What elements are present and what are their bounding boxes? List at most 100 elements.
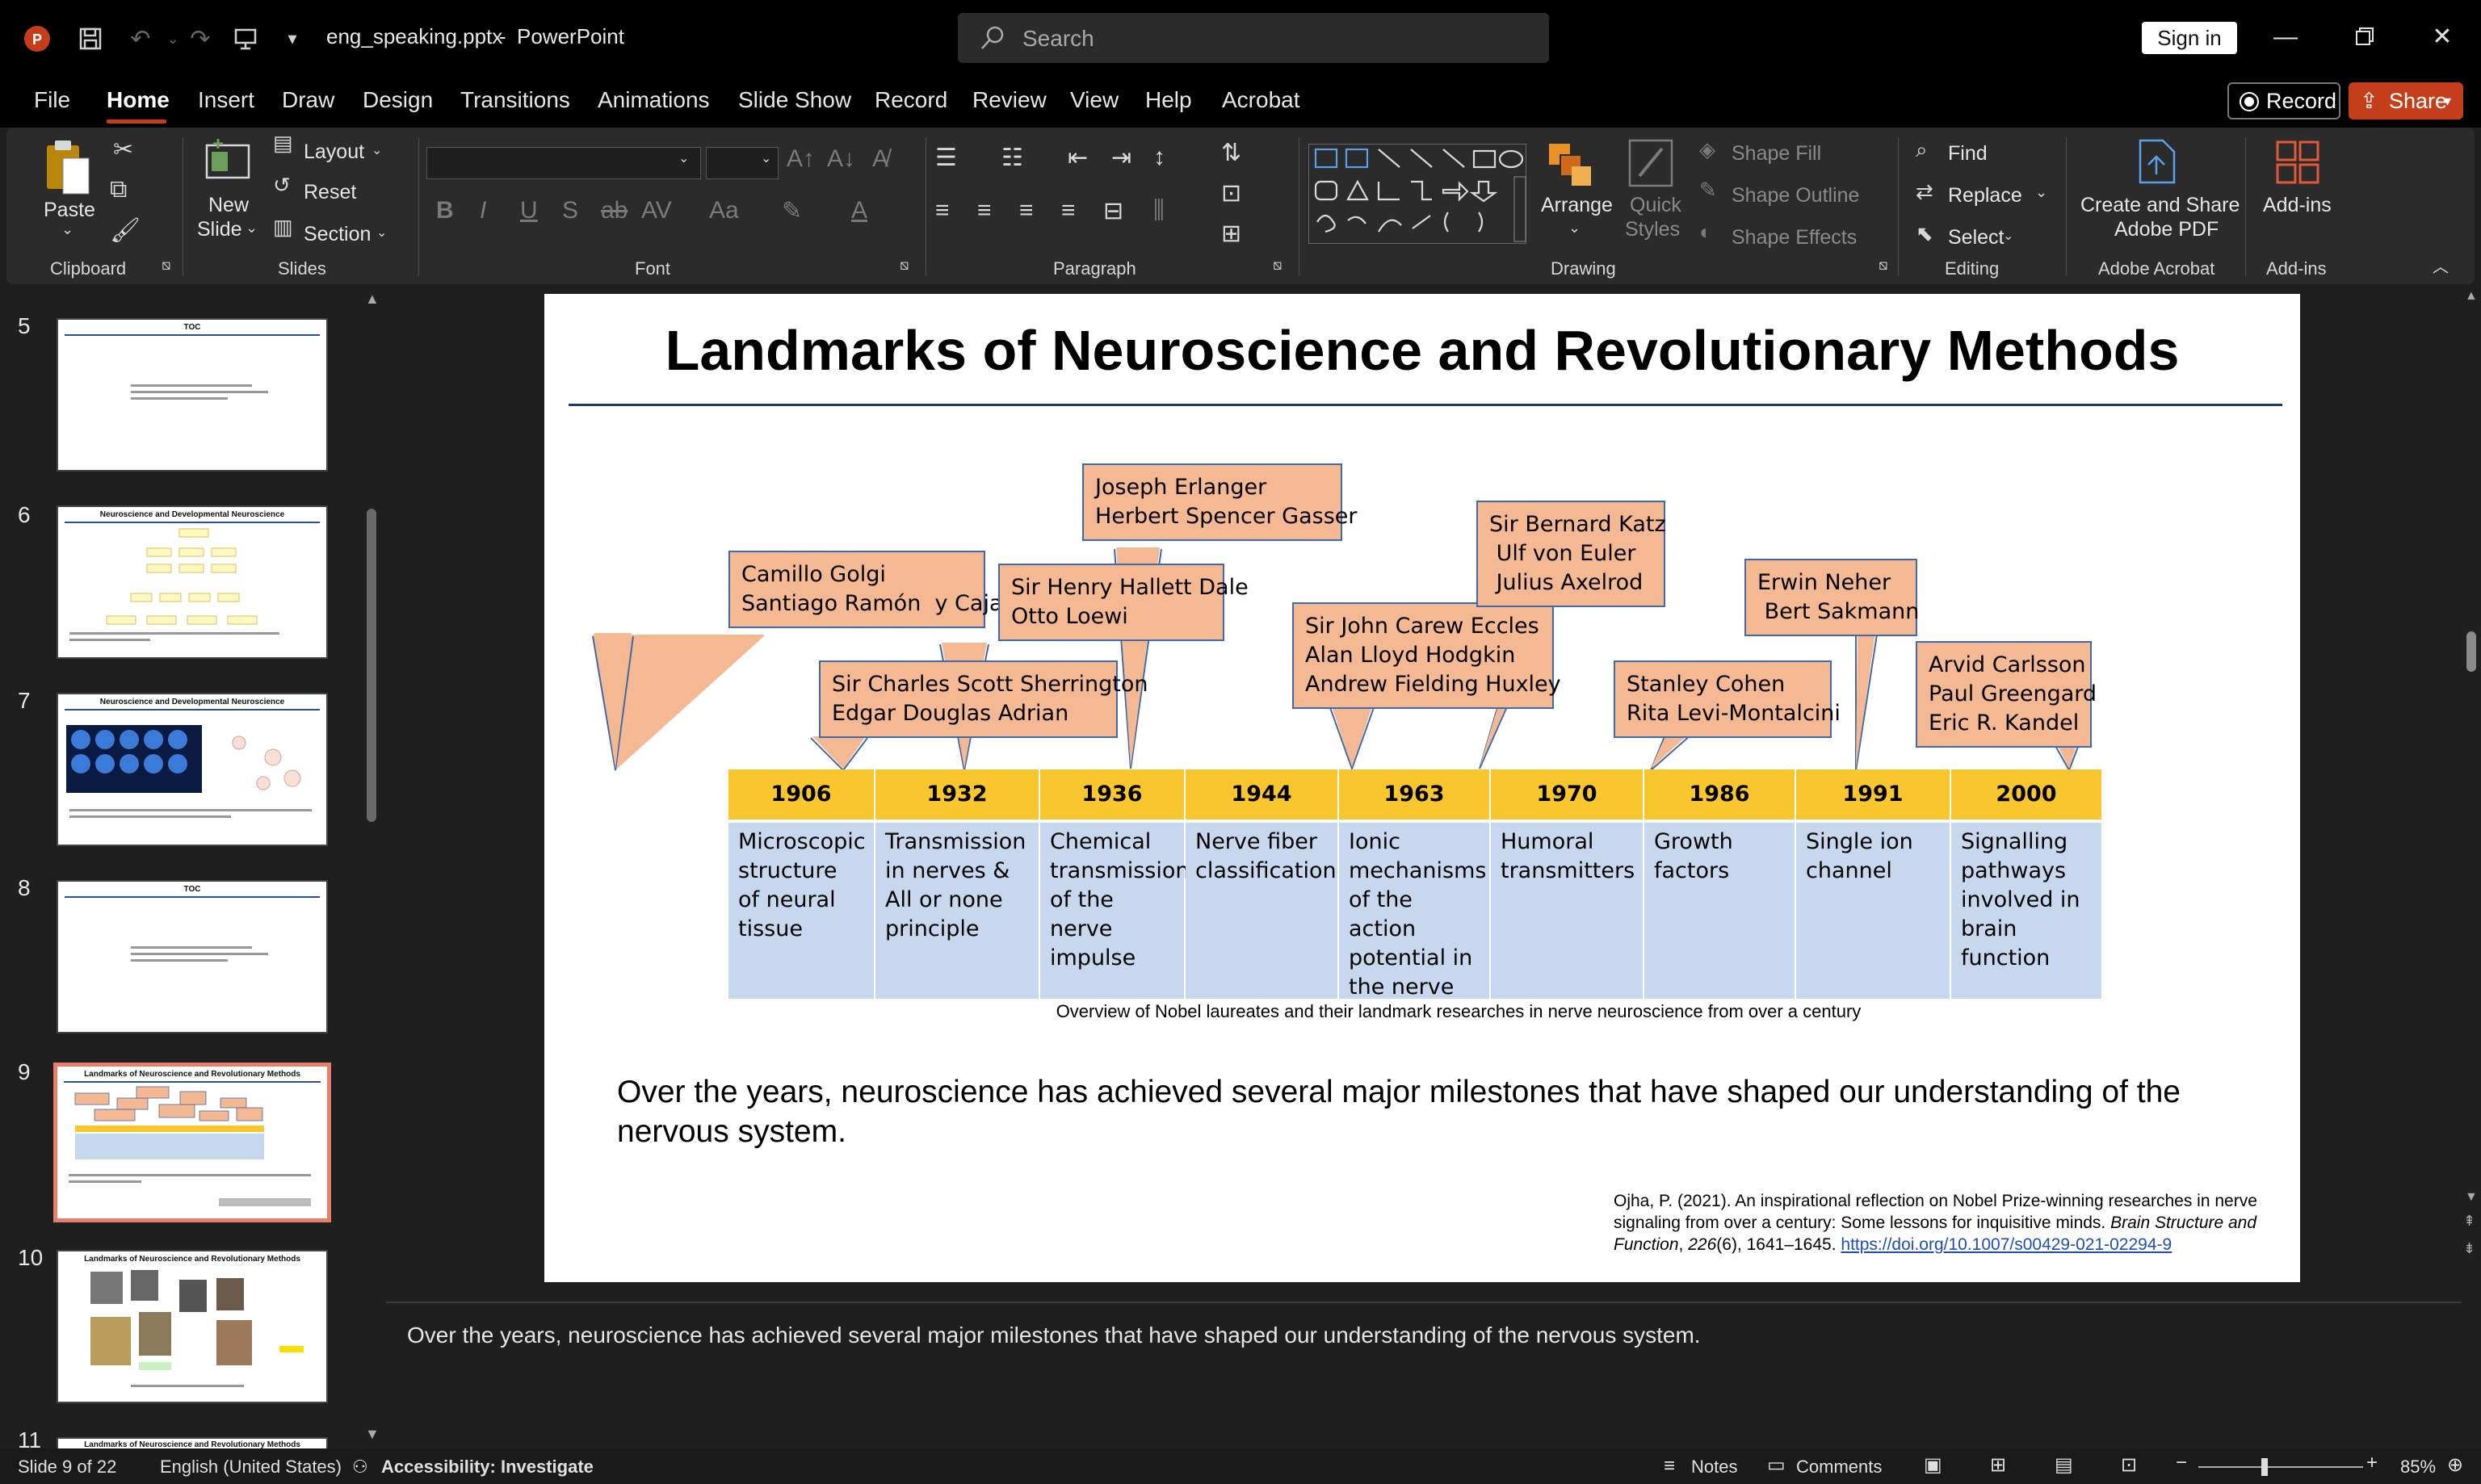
section-icon[interactable]: ▥ — [273, 215, 293, 239]
align-left-icon[interactable]: ≡ — [935, 197, 950, 224]
redo-icon[interactable]: ↷ — [190, 25, 211, 52]
font-size-box[interactable] — [706, 147, 779, 179]
notes-icon[interactable]: ≡ — [1664, 1455, 1676, 1477]
close-icon[interactable]: ✕ — [2432, 23, 2453, 50]
font-family-box[interactable] — [426, 147, 701, 179]
share-dropdown-icon[interactable]: ▾ — [2444, 93, 2452, 109]
slide-thumbnail-selected[interactable]: Landmarks of Neuroscience and Revolution… — [53, 1063, 331, 1222]
justify-icon[interactable]: ≡ — [1061, 197, 1076, 224]
reading-view-icon[interactable]: ▤ — [2055, 1454, 2073, 1476]
tab-record[interactable]: Record — [875, 87, 948, 112]
select-icon[interactable]: ⬉ — [1916, 221, 1933, 245]
numbering-icon[interactable]: ☷ — [1001, 145, 1023, 171]
undo-icon[interactable]: ↶ — [130, 25, 151, 52]
shape-outline-button[interactable]: Shape Outline — [1732, 184, 1860, 207]
shape-effects-button[interactable]: Shape Effects — [1732, 226, 1858, 249]
columns-icon[interactable]: ⫼ — [1153, 197, 1165, 224]
tab-view[interactable]: View — [1070, 87, 1119, 112]
format-painter-icon[interactable]: 🖌 — [110, 217, 141, 244]
citation-doi-link[interactable]: https://doi.org/10.1007/s00429-021-02294… — [1841, 1235, 2172, 1254]
slide-show-icon[interactable]: ⊡ — [2121, 1454, 2138, 1476]
align-right-icon[interactable]: ≡ — [1019, 197, 1034, 224]
tab-file[interactable]: File — [34, 87, 71, 112]
callout-laureates-1991[interactable]: Erwin Neher Bert Sakmann — [1744, 559, 1919, 636]
save-icon[interactable] — [71, 19, 110, 58]
create-pdf-icon[interactable] — [2134, 137, 2179, 186]
citation[interactable]: Ojha, P. (2021). An inspirational reflec… — [1614, 1190, 2276, 1256]
accessibility-status[interactable]: Accessibility: Investigate — [381, 1457, 594, 1477]
paste-icon[interactable] — [42, 136, 94, 200]
slide-thumbnail[interactable]: Neuroscience and Developmental Neuroscie… — [57, 693, 328, 846]
notes-button[interactable]: Notes — [1691, 1457, 1738, 1477]
zoom-level[interactable]: 85% — [2400, 1457, 2437, 1477]
slide-thumbnail[interactable]: Landmarks of Neuroscience and Revolution… — [57, 1437, 328, 1448]
quick-styles-icon[interactable] — [1627, 137, 1675, 189]
character-spacing-icon[interactable]: AV — [641, 197, 672, 224]
layout-button[interactable]: Layout — [304, 140, 365, 163]
section-button[interactable]: Section — [304, 223, 372, 245]
reset-button[interactable]: Reset — [304, 181, 357, 203]
new-slide-icon[interactable] — [204, 137, 252, 186]
shape-fill-icon[interactable]: ◈ — [1699, 137, 1715, 161]
increase-indent-icon[interactable]: ⇥ — [1111, 145, 1132, 171]
text-shadow-icon[interactable]: S — [562, 197, 579, 224]
sign-in-button[interactable]: Sign in — [2142, 22, 2237, 54]
thumbnail-scrollbar[interactable] — [367, 509, 376, 822]
find-icon[interactable]: ⌕ — [1916, 137, 1928, 161]
callout-laureates-2000[interactable]: Arvid Carlsson Paul Greengard Eric R. Ka… — [1916, 641, 2097, 748]
distributed-icon[interactable]: ⊟ — [1103, 198, 1124, 224]
record-button[interactable]: Record — [2227, 82, 2340, 119]
slide-scroll-thumb[interactable] — [2466, 631, 2476, 672]
italic-icon[interactable]: I — [480, 197, 487, 224]
tab-help[interactable]: Help — [1145, 87, 1192, 112]
cut-icon[interactable]: ✂ — [113, 136, 134, 163]
callout-laureates-1932[interactable]: Sir Charles Scott Sherrington Edgar Doug… — [819, 660, 1148, 738]
scroll-down-icon[interactable]: ▼ — [2465, 1190, 2478, 1204]
bullets-icon[interactable]: ☰ — [935, 145, 957, 171]
section-dropdown-icon[interactable]: ⌄ — [376, 226, 388, 240]
tab-acrobat[interactable]: Acrobat — [1222, 87, 1300, 112]
tab-animations[interactable]: Animations — [598, 87, 710, 112]
scroll-down-icon[interactable]: ▼ — [365, 1426, 380, 1442]
tab-insert[interactable]: Insert — [198, 87, 255, 112]
zoom-out-icon[interactable]: − — [2176, 1452, 2188, 1474]
add-ins-button[interactable]: Add-ins — [2263, 194, 2332, 216]
search-box[interactable]: Search — [958, 13, 1549, 63]
slide-scrollbar[interactable]: ▲ ▼ ⇞ ⇟ — [2462, 284, 2481, 1448]
replace-button[interactable]: Replace — [1948, 184, 2022, 207]
zoom-slider-thumb[interactable] — [2261, 1458, 2268, 1476]
paste-label[interactable]: Paste — [44, 199, 95, 221]
previous-slide-icon[interactable]: ⇞ — [2463, 1213, 2476, 1229]
highlight-color-icon[interactable]: ✎ — [782, 198, 803, 224]
accessibility-icon[interactable]: ⚇ — [352, 1457, 368, 1477]
normal-view-icon[interactable]: ▣ — [1924, 1454, 1942, 1476]
callout-laureates-1944[interactable]: Joseph Erlanger Herbert Spencer Gasser — [1082, 463, 1358, 541]
comments-button[interactable]: Comments — [1796, 1457, 1883, 1477]
shape-effects-icon[interactable]: ◐ — [1699, 220, 1712, 244]
select-button[interactable]: Select — [1948, 226, 2005, 249]
quick-styles-label-1[interactable]: Quick — [1630, 194, 1681, 216]
new-slide-label-1[interactable]: New — [208, 194, 250, 216]
speaker-notes-text[interactable]: Over the years, neuroscience has achieve… — [407, 1323, 1701, 1348]
font-color-icon[interactable]: A — [851, 197, 868, 224]
tab-review[interactable]: Review — [972, 87, 1047, 112]
shapes-gallery[interactable] — [1308, 144, 1526, 244]
smartart-icon[interactable]: ⊞ — [1221, 220, 1242, 247]
create-share-pdf-label-2[interactable]: Adobe PDF — [2114, 218, 2219, 241]
present-from-beginning-icon[interactable] — [226, 19, 265, 58]
arrange-dropdown-icon[interactable]: ⌄ — [1568, 220, 1581, 236]
slide-sorter-icon[interactable]: ⊞ — [1990, 1454, 2007, 1476]
customize-toolbar-icon[interactable]: ▾ — [288, 28, 297, 48]
slide-thumbnail[interactable]: Neuroscience and Developmental Neuroscie… — [57, 505, 328, 659]
replace-dropdown-icon[interactable]: ⌄ — [2035, 184, 2048, 200]
slide-thumbnail[interactable]: Landmarks of Neuroscience and Revolution… — [57, 1250, 328, 1403]
reset-icon[interactable]: ↺ — [273, 173, 291, 197]
clear-formatting-icon[interactable]: A̸ — [872, 145, 889, 172]
line-spacing-icon[interactable]: ↕ — [1153, 144, 1165, 170]
text-direction-icon[interactable]: ⇅ — [1221, 140, 1242, 166]
decrease-indent-icon[interactable]: ⇤ — [1068, 145, 1089, 171]
callout-laureates-1970[interactable]: Sir Bernard Katz Ulf von Euler Julius Ax… — [1476, 501, 1666, 607]
drawing-launcher-icon[interactable]: ⧅ — [1879, 257, 1888, 273]
slide-thumbnail[interactable]: TOC — [57, 880, 328, 1033]
add-ins-icon[interactable] — [2274, 139, 2321, 186]
